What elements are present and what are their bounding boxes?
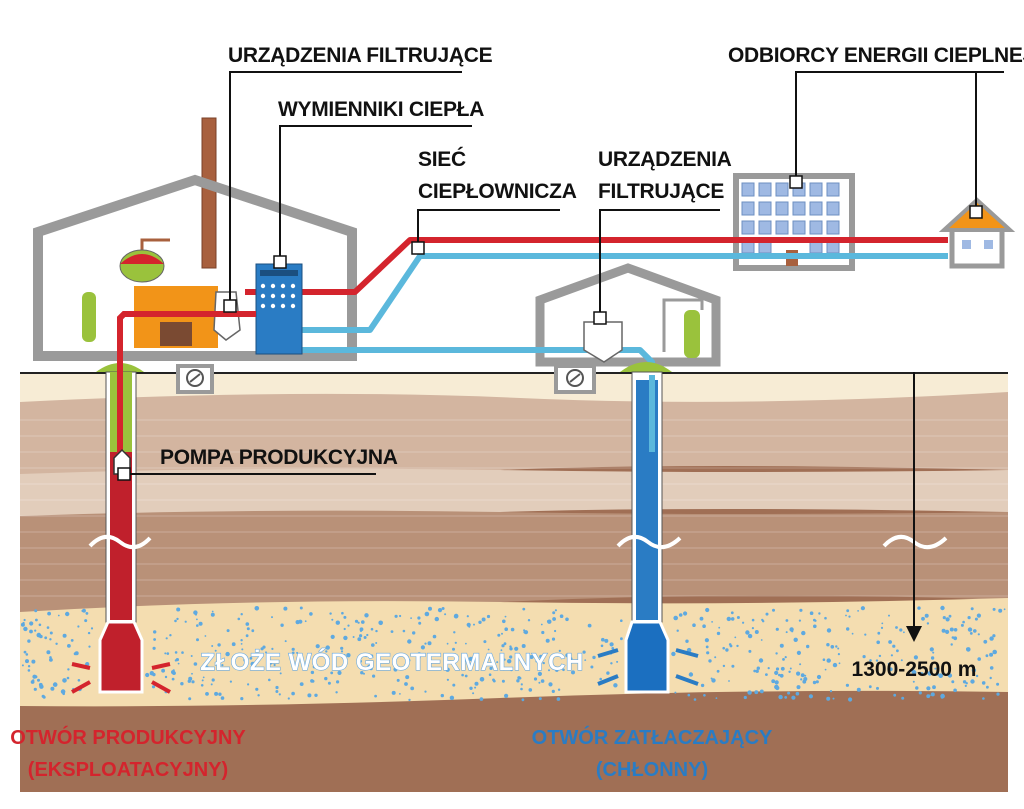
label-heat-consumers: ODBIORCY ENERGII CIEPLNEJ bbox=[728, 44, 1024, 67]
chimney bbox=[201, 117, 217, 269]
label-aquifer: ZŁOŻE WÓD GEOTERMALNYCH bbox=[200, 648, 583, 676]
label-production-pump: POMPA PRODUKCYJNA bbox=[160, 446, 398, 469]
soil-layer-dark bbox=[20, 510, 1008, 613]
injection-well bbox=[597, 362, 699, 694]
label-heat-exchangers: WYMIENNIKI CIEPŁA bbox=[278, 98, 484, 121]
heat-exchanger-icon bbox=[255, 263, 303, 355]
callout-markers bbox=[117, 175, 983, 481]
label-heat-network-line1: SIEĆ bbox=[418, 147, 466, 171]
return-pipe bbox=[290, 253, 948, 333]
gas-cylinder-icon bbox=[82, 292, 96, 342]
depth-arrow-icon bbox=[906, 372, 922, 642]
label-production-well-line1: OTWÓR PRODUKCYJNY bbox=[10, 725, 246, 749]
label-filter-devices: URZĄDZENIA FILTRUJĄCE bbox=[228, 44, 493, 67]
outflow-arrow-icon bbox=[597, 648, 699, 686]
label-filter-devices-2-line1: URZĄDZENIA bbox=[598, 148, 732, 171]
ground-layers bbox=[20, 372, 1008, 792]
callout-lines bbox=[124, 71, 1004, 475]
soil-layer-mid bbox=[20, 468, 1008, 517]
label-heat-network-line2: CIEPŁOWNICZA bbox=[418, 180, 577, 203]
label-injection-well-line2: (CHŁONNY) bbox=[596, 759, 708, 781]
label-production-well-line2: (EKSPLOATACYJNY) bbox=[28, 759, 228, 781]
injection-machinery bbox=[554, 298, 704, 394]
production-well bbox=[71, 311, 256, 694]
label-filter-devices-2-line2: FILTRUJĄCE bbox=[598, 180, 724, 203]
label-depth: 1300-2500 m bbox=[852, 658, 977, 681]
soil-layer-light bbox=[20, 392, 1008, 476]
house-icon bbox=[938, 197, 1016, 269]
label-injection-well-line1: OTWÓR ZATŁACZAJĄCY bbox=[532, 725, 773, 749]
aquifer-layer bbox=[20, 598, 1008, 707]
inflow-arrow-icon bbox=[71, 662, 171, 694]
